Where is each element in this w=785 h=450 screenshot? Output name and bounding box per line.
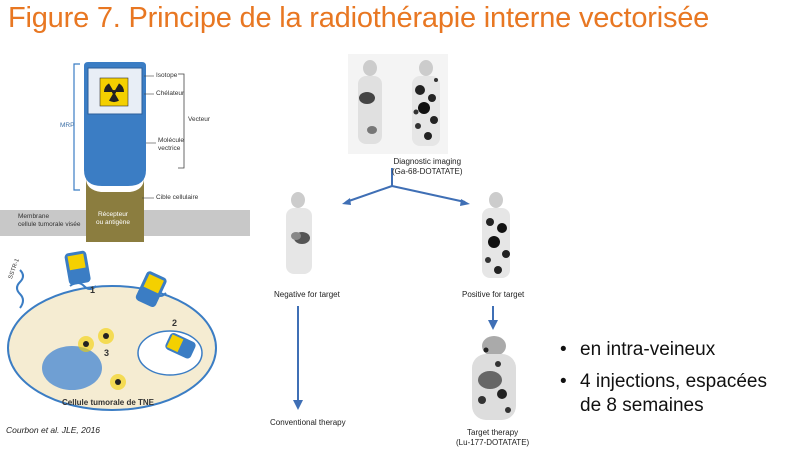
step-3-label: 3 — [104, 348, 110, 358]
isotope-label: Isotope — [156, 72, 178, 79]
flow-diagram — [250, 50, 560, 445]
positive-label: Positive for target — [462, 290, 525, 299]
diagnostic-scan-right-body — [412, 60, 440, 146]
negative-label: Negative for target — [274, 290, 340, 299]
receptor — [86, 178, 144, 242]
negative-down-arrowhead — [293, 400, 303, 410]
bullet-list: en intra-veineux 4 injections, espacées … — [560, 338, 785, 418]
negative-scan — [286, 192, 312, 274]
vector-ligand-3 — [165, 333, 196, 359]
mrp-schematic-svg — [0, 62, 250, 242]
flow-diagram-svg — [286, 54, 516, 420]
bullet-item: en intra-veineux — [560, 338, 785, 362]
receptor-squiggle-left — [16, 269, 24, 309]
bullet-item: 4 injections, espacées de 8 semaines — [560, 370, 785, 418]
positive-down-arrowhead — [488, 320, 498, 330]
mrp-bracket — [73, 63, 80, 191]
vector-ligand-2 — [135, 271, 167, 307]
molecule-label: Molécule vectrice — [158, 137, 185, 152]
citation: Courbon et al. JLE, 2016 — [6, 425, 101, 435]
branch-left-line — [345, 185, 393, 203]
vector-label: Vecteur — [188, 116, 211, 123]
free-isotope-1 — [78, 336, 94, 352]
receptor-label: Récepteur ou antigène — [96, 211, 130, 226]
tumor-cell-illustration — [0, 248, 240, 423]
diagnostic-scan-left-body — [358, 60, 382, 144]
branch-left-arrowhead — [342, 198, 351, 205]
step-2-label: 2 — [172, 318, 178, 328]
target-therapy-label: Target therapy (Lu-177-DOTATATE) — [456, 428, 530, 447]
target-label: Cible cellulaire — [156, 194, 199, 201]
mrp-schematic — [0, 58, 250, 243]
cell-caption: Cellule tumorale de TNE — [62, 398, 155, 407]
vector-bracket — [178, 73, 185, 169]
vector-ligand-1 — [64, 250, 91, 285]
diagnostic-label: Diagnostic imaging (Ga-68-DOTATATE) — [392, 157, 463, 176]
branch-right-arrowhead — [460, 199, 470, 206]
free-isotope-3 — [110, 374, 126, 390]
membrane-label: Membrane cellule tumorale visée — [18, 213, 81, 228]
free-isotope-2 — [98, 328, 114, 344]
tumor-cell-svg — [7, 250, 217, 411]
conventional-label: Conventional therapy — [270, 418, 346, 427]
branch-right-line — [391, 185, 466, 203]
nucleus — [42, 346, 102, 390]
chelator-label: Chélateur — [156, 90, 185, 97]
mrp-label: MRP — [60, 122, 75, 129]
positive-scan — [482, 192, 510, 278]
step-1-label: 1 — [90, 285, 96, 295]
target-therapy-scan — [472, 336, 516, 420]
page-title: Figure 7. Principe de la radiothérapie i… — [8, 2, 710, 34]
radioactive-icon — [104, 83, 124, 102]
